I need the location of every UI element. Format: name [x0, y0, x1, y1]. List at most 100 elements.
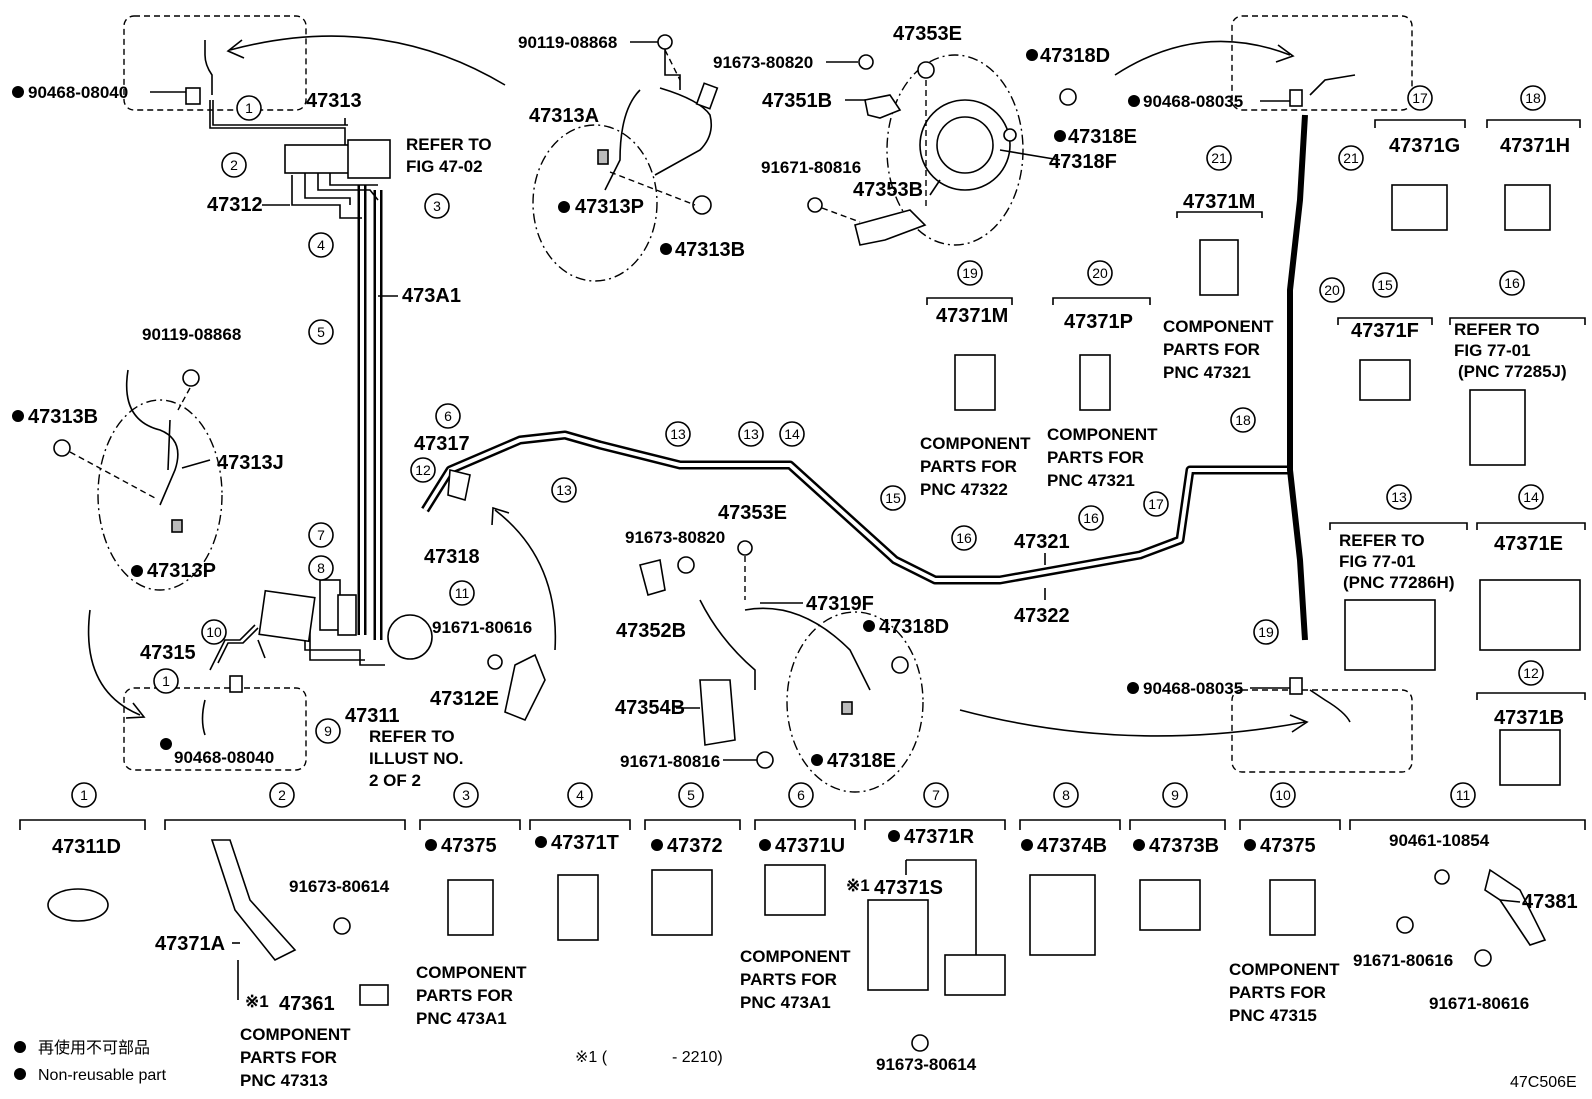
label-47313P-top: 47313P — [575, 196, 644, 218]
svg-text:11: 11 — [1456, 787, 1471, 803]
svg-text:13: 13 — [1391, 489, 1407, 505]
box21-note3: PNC 47321 — [1163, 363, 1251, 382]
svg-text:7: 7 — [317, 527, 325, 543]
box2-bolt: 91673-80614 — [289, 877, 390, 896]
box-num-6: 6 — [788, 782, 814, 808]
label-47313B-left: 47313B — [28, 406, 98, 428]
callout-16a: 16 — [951, 525, 977, 551]
box-num-16: 16 — [1499, 270, 1525, 296]
label-47319F: 47319F — [806, 593, 874, 615]
label-47352B: 47352B — [616, 620, 686, 642]
box7-star: ※1 — [846, 876, 870, 895]
box2-star: ※1 — [245, 992, 269, 1011]
callout-10a: 10 — [201, 619, 227, 645]
box3-note3: PNC 473A1 — [416, 1009, 507, 1028]
box19-note2: PARTS FOR — [920, 457, 1017, 476]
callout-16b: 16 — [1078, 505, 1104, 531]
box13-ref2: FIG 77-01 — [1339, 552, 1416, 571]
callout-15a: 15 — [880, 485, 906, 511]
svg-text:21: 21 — [1211, 150, 1227, 166]
callout-circles: 1 2 3 4 5 6 12 7 8 11 10 1 9 13 13 13 14… — [71, 85, 1546, 808]
box-num-8: 8 — [1053, 782, 1079, 808]
flow-arrows — [87, 35, 1309, 737]
label-90119-08868-left: 90119-08868 — [142, 325, 241, 344]
legend-jp: 再使用不可部品 — [38, 1039, 150, 1057]
box-num-14: 14 — [1518, 484, 1544, 510]
svg-text:3: 3 — [462, 787, 470, 803]
box10-note1: COMPONENT — [1229, 960, 1340, 979]
box-num-4: 4 — [567, 782, 593, 808]
legend-en: Non-reusable part — [38, 1067, 167, 1084]
svg-text:8: 8 — [1062, 787, 1070, 803]
svg-text:17: 17 — [1148, 496, 1164, 512]
box-num-5: 5 — [678, 782, 704, 808]
box-num-21: 21 — [1206, 145, 1232, 171]
box6-note3: PNC 473A1 — [740, 993, 831, 1012]
legend: 再使用不可部品 Non-reusable part ※1 ( - 2210) 4… — [38, 1039, 1577, 1091]
svg-text:18: 18 — [1525, 90, 1541, 106]
box20-note2: PARTS FOR — [1047, 448, 1144, 467]
box21-note2: PARTS FOR — [1163, 340, 1260, 359]
box6-note2: PARTS FOR — [740, 970, 837, 989]
label-47353B: 47353B — [853, 179, 923, 201]
label-47322: 47322 — [1014, 605, 1070, 627]
box-labels-lower: 47311D 47371A 91673-80614 ※1 47361 COMPO… — [52, 826, 1578, 1090]
svg-text:1: 1 — [245, 100, 253, 116]
label-47318E-mid: 47318E — [827, 750, 896, 772]
svg-text:16: 16 — [956, 530, 972, 546]
box-num-2: 2 — [269, 782, 295, 808]
label-47318D-mid: 47318D — [879, 616, 949, 638]
box19-label: 47371M — [936, 305, 1008, 327]
label-47321: 47321 — [1014, 531, 1070, 553]
label-47317: 47317 — [414, 433, 470, 455]
svg-text:1: 1 — [80, 787, 88, 803]
refer-illust-line1: REFER TO — [369, 727, 455, 746]
callout-13a: 13 — [551, 477, 577, 503]
box17-label: 47371G — [1389, 135, 1460, 157]
box12-label: 47371B — [1494, 707, 1564, 729]
box-num-20: 20 — [1087, 260, 1113, 286]
non-reusable-markers — [12, 49, 1256, 1080]
svg-text:21: 21 — [1343, 150, 1359, 166]
svg-text:12: 12 — [415, 462, 431, 478]
label-90468-08035-top: 90468-08035 — [1143, 92, 1243, 111]
callout-21a: 21 — [1338, 145, 1364, 171]
box13-ref1: REFER TO — [1339, 531, 1425, 550]
svg-text:1: 1 — [162, 673, 170, 689]
part-labels: 90468-08040 47313 REFER TO FIG 47-02 473… — [28, 23, 1243, 790]
label-47313B-top: 47313B — [675, 239, 745, 261]
svg-text:10: 10 — [206, 624, 222, 640]
svg-text:13: 13 — [556, 482, 572, 498]
box-num-7: 7 — [923, 782, 949, 808]
svg-text:16: 16 — [1504, 275, 1520, 291]
label-91671-80816-top: 91671-80816 — [761, 158, 861, 177]
box10-note3: PNC 47315 — [1229, 1006, 1317, 1025]
box20-note1: COMPONENT — [1047, 425, 1158, 444]
box19-note3: PNC 47322 — [920, 480, 1008, 499]
box11-bolt3: 91671-80616 — [1429, 994, 1529, 1013]
label-47315: 47315 — [140, 642, 196, 664]
svg-text:10: 10 — [1275, 787, 1291, 803]
label-47353E-top: 47353E — [893, 23, 962, 45]
svg-text:18: 18 — [1235, 412, 1251, 428]
leader-lines — [150, 41, 1521, 944]
svg-text:14: 14 — [784, 426, 800, 442]
svg-text:6: 6 — [797, 787, 805, 803]
callout-5a: 5 — [308, 319, 334, 345]
box-labels-upper: 47371G 47371H 47371M COMPONENT PARTS FOR… — [920, 135, 1570, 729]
label-47351B: 47351B — [762, 90, 832, 112]
refer-illust-line2: ILLUST NO. — [369, 749, 463, 768]
box6-label: 47371U — [775, 835, 845, 857]
box7-label: 47371R — [904, 826, 975, 848]
svg-text:20: 20 — [1324, 282, 1340, 298]
detail-frames — [97, 15, 1413, 793]
box-num-17: 17 — [1407, 85, 1433, 111]
diagram-code: 47C506E — [1510, 1074, 1577, 1091]
box-num-19: 19 — [957, 260, 983, 286]
box-num-10: 10 — [1270, 782, 1296, 808]
label-47313P-left: 47313P — [147, 560, 216, 582]
svg-text:19: 19 — [1258, 624, 1274, 640]
brake-lines — [201, 40, 1356, 736]
svg-text:14: 14 — [1523, 489, 1539, 505]
